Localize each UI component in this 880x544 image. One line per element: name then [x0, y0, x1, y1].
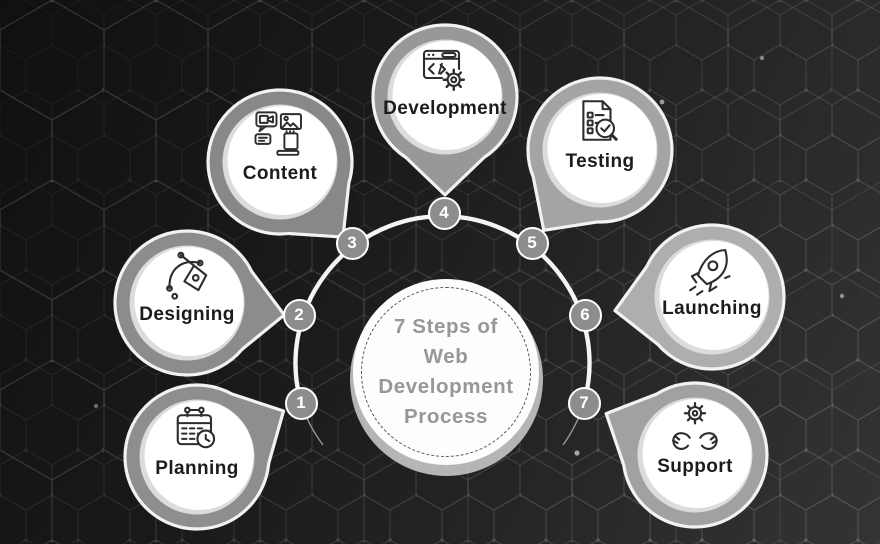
bubble-shape	[526, 76, 674, 232]
rocket-icon	[689, 248, 731, 296]
step-label: Support	[657, 456, 733, 477]
step-number-badge-5: 5	[515, 226, 549, 260]
pen-tool-bezier-icon	[166, 251, 208, 300]
calendar-clock-icon	[176, 406, 216, 449]
title-line-4: Process	[404, 405, 488, 428]
step-label: Development	[383, 98, 507, 119]
step-label: Launching	[662, 298, 762, 319]
bubble-shape	[206, 88, 354, 239]
badge-number: 2	[294, 305, 304, 324]
badge-number: 7	[579, 393, 589, 412]
badge-number: 6	[580, 305, 590, 324]
step-number-badge-4: 4	[427, 196, 461, 230]
title-line-2: Web	[423, 345, 469, 368]
step-label: Designing	[139, 304, 235, 325]
media-chat-hand-icon	[254, 111, 302, 156]
dashed-ring	[361, 287, 531, 457]
step-bubble-launching: Launching	[612, 197, 812, 397]
step-bubble-planning: Planning	[97, 357, 297, 544]
badge-number: 1	[296, 393, 306, 412]
accent-dots	[94, 56, 845, 456]
badge-number: 3	[347, 233, 357, 252]
bubble-shape	[113, 229, 286, 377]
bubble-shape	[371, 23, 519, 197]
badge-number: 5	[527, 233, 537, 252]
badge-number: 4	[439, 203, 449, 222]
title-line-3: Development	[378, 375, 514, 398]
center-title-circle: 7 Steps of Web Development Process	[353, 279, 539, 465]
step-number-badge-6: 6	[568, 298, 602, 332]
hands-gear-icon	[672, 402, 718, 450]
step-bubble-support: Support	[595, 355, 795, 544]
step-number-badge-2: 2	[282, 298, 316, 332]
step-bubble-designing: Designing	[87, 203, 287, 403]
step-label: Planning	[155, 458, 239, 479]
step-number-badge-1: 1	[284, 386, 318, 420]
title-line-1: 7 Steps of	[394, 315, 498, 338]
diagram-title: 7 Steps of Web Development Process	[353, 279, 539, 432]
bubble-shape	[613, 223, 786, 371]
step-bubble-development: Development	[345, 0, 545, 197]
bubble-shape	[604, 381, 769, 529]
bubble-shape	[123, 383, 286, 531]
code-window-gear-icon	[422, 49, 466, 92]
step-number-badge-3: 3	[335, 226, 369, 260]
step-number-badge-7: 7	[567, 386, 601, 420]
step-bubble-content: Content	[180, 62, 380, 262]
step-label: Testing	[565, 151, 635, 172]
step-bubble-testing: Testing	[500, 50, 700, 250]
checklist-magnifier-icon	[582, 100, 618, 141]
step-label: Content	[242, 163, 318, 184]
